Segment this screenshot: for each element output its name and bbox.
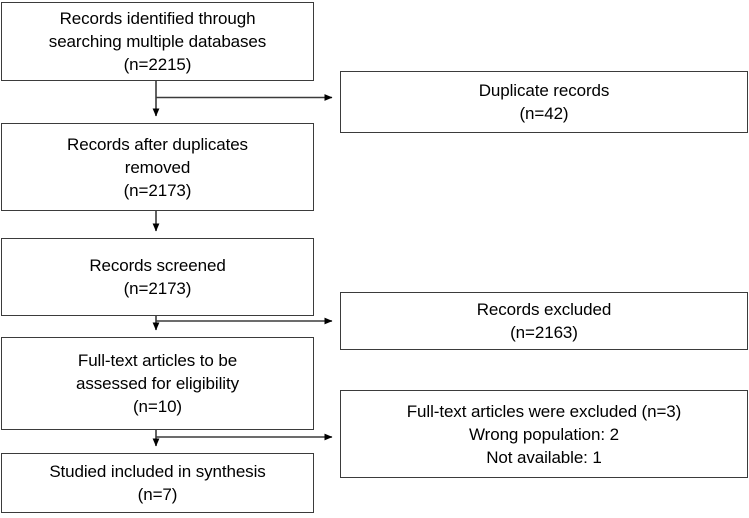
box-studies-included-in-synthesis: Studied included in synthesis (n=7) xyxy=(1,453,314,513)
box-studies-included-line-1: Studied included in synthesis xyxy=(49,462,266,481)
box-duplicate-records-count: (n=42) xyxy=(519,104,569,123)
box-records-identified-line-1: Records identified through xyxy=(59,9,256,28)
box-records-identified: Records identified through searching mul… xyxy=(1,2,314,81)
box-fulltext-excluded-reason-2: Not available: 1 xyxy=(486,447,602,467)
box-records-excluded-count: (n=2163) xyxy=(510,323,578,342)
box-records-screened-count: (n=2173) xyxy=(123,279,192,298)
box-records-excluded-line-1: Records excluded xyxy=(476,300,612,319)
box-records-excluded: Records excluded (n=2163) xyxy=(340,292,748,350)
box-fulltext-excluded-reason-1: Wrong population: 2 xyxy=(469,424,619,444)
box-fulltext-articles-line-2: assessed for eligibility xyxy=(76,374,239,393)
box-records-after-duplicates-line-1: Records after duplicates xyxy=(67,134,248,154)
box-duplicate-records-line-1: Duplicate records xyxy=(478,81,610,100)
box-records-after-duplicates-line-2: removed xyxy=(124,157,191,177)
box-fulltext-articles-count: (n=10) xyxy=(132,397,182,416)
box-studies-included-count: (n=7) xyxy=(137,485,178,504)
box-records-identified-count: (n=2215) xyxy=(123,55,192,74)
box-fulltext-articles-excluded: Full-text articles were excluded (n=3) W… xyxy=(340,390,748,478)
box-fulltext-excluded-line-1: Full-text articles were excluded (n=3) xyxy=(406,401,682,421)
box-records-after-duplicates-removed: Records after duplicates removed (n=2173… xyxy=(1,123,314,211)
box-records-after-duplicates-count: (n=2173) xyxy=(123,180,192,200)
box-fulltext-articles-line-1: Full-text articles to be xyxy=(77,351,238,370)
box-records-screened-line-1: Records screened xyxy=(89,256,226,275)
box-fulltext-articles-assessed: Full-text articles to be assessed for el… xyxy=(1,337,314,430)
box-duplicate-records: Duplicate records (n=42) xyxy=(340,71,748,133)
box-records-screened: Records screened (n=2173) xyxy=(1,238,314,316)
box-records-identified-line-2: searching multiple databases xyxy=(48,32,267,51)
